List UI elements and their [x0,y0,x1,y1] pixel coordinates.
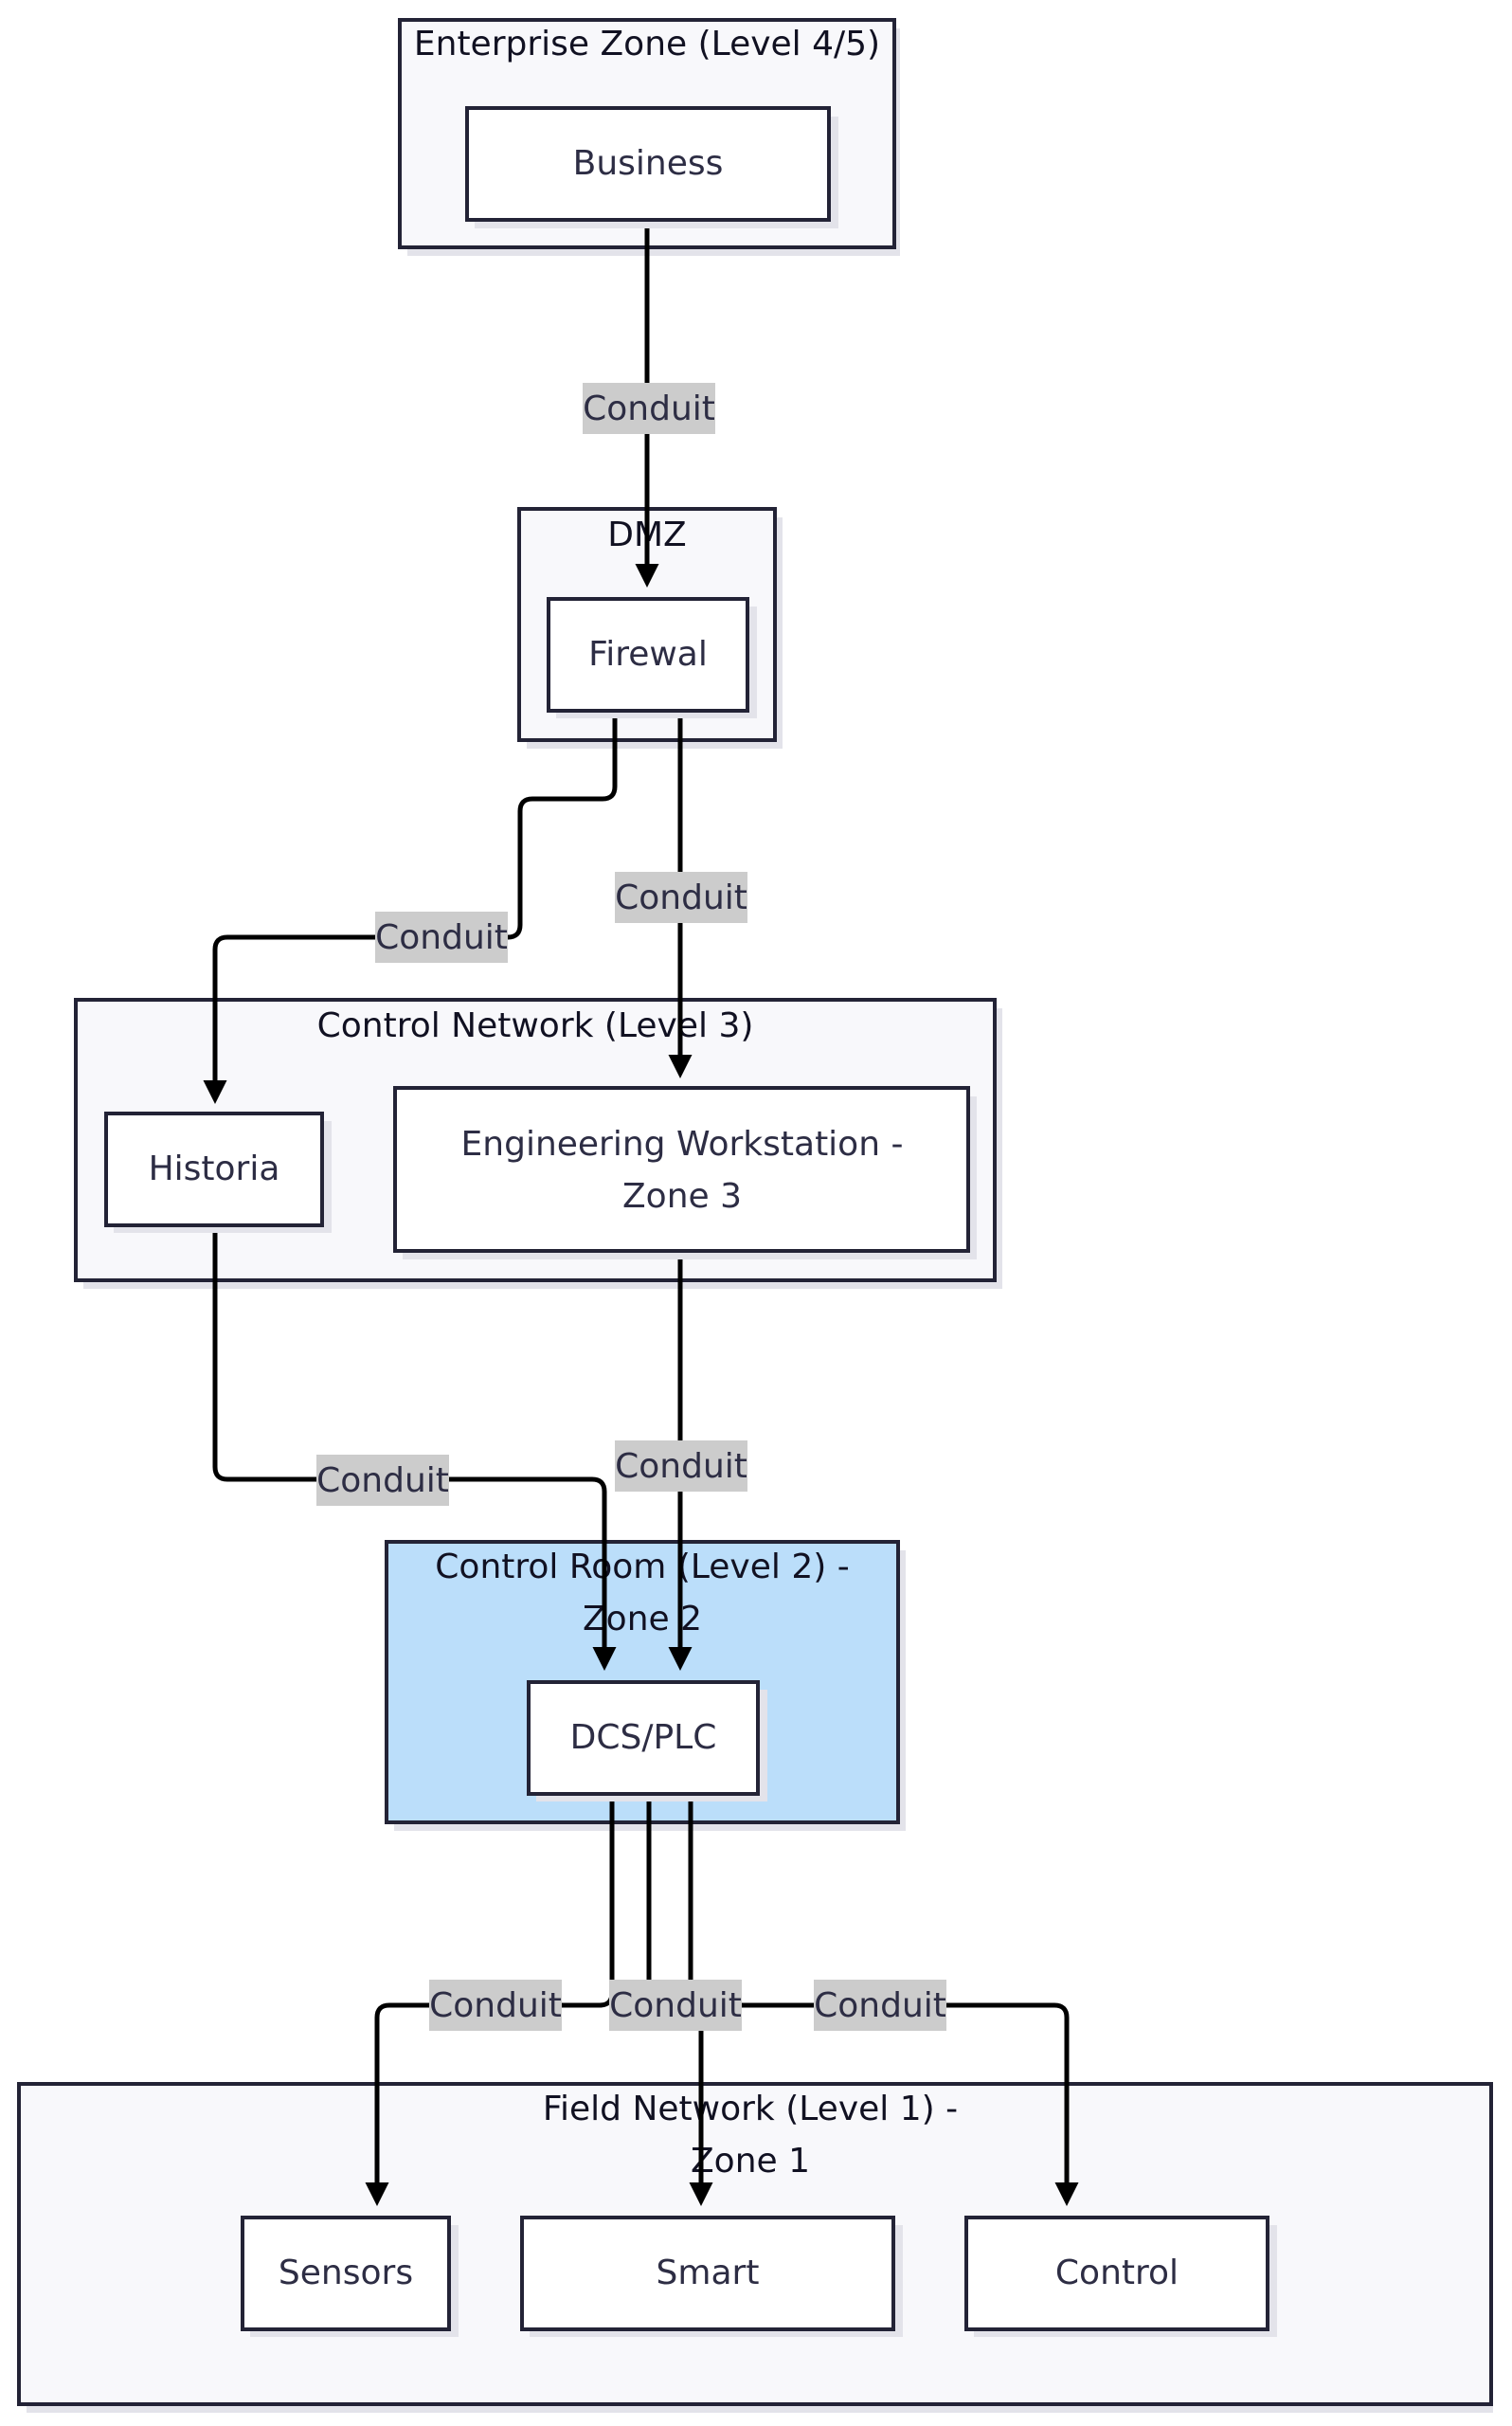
cluster-field-network-title-line2: Zone 1 [691,2142,810,2181]
node-business-label: Business [573,144,724,183]
svg-text:Conduit: Conduit [609,1986,742,2025]
node-smart[interactable]: Smart [520,2216,903,2337]
node-sensors[interactable]: Sensors [241,2216,459,2337]
node-control[interactable]: Control [964,2216,1277,2337]
svg-text:Conduit: Conduit [615,1447,747,1486]
node-dcs-plc-label: DCS/PLC [570,1718,717,1757]
node-control-label: Control [1055,2254,1179,2292]
edge-label-dcs-to-smart: Conduit [609,1980,742,2031]
node-historian[interactable]: Historia [104,1112,332,1233]
edge-label-historian-to-dcs: Conduit [316,1455,449,1506]
svg-text:Conduit: Conduit [814,1986,946,2025]
svg-text:Conduit: Conduit [583,389,715,428]
cluster-control-network-title: Control Network (Level 3) [317,1006,754,1045]
node-engineering-label-line1: Engineering Workstation - [461,1125,904,1164]
node-firewall-label: Firewal [588,635,708,674]
edge-label-engineering-to-dcs: Conduit [615,1440,747,1492]
node-dcs-plc[interactable]: DCS/PLC [527,1680,767,1801]
edge-label-dcs-to-control: Conduit [814,1980,946,2031]
svg-text:Conduit: Conduit [429,1986,562,2025]
cluster-field-network-title-line1: Field Network (Level 1) - [543,2090,958,2128]
cluster-control-room-title-line2: Zone 2 [583,1600,702,1638]
node-engineering-workstation[interactable]: Engineering Workstation - Zone 3 [393,1086,977,1259]
node-firewall[interactable]: Firewal [547,597,757,718]
edge-firewall-to-historian [203,711,618,1104]
svg-text:Conduit: Conduit [375,918,508,957]
node-business[interactable]: Business [465,106,838,228]
node-engineering-label-line2: Zone 3 [622,1177,742,1216]
cluster-control-room-title-line1: Control Room (Level 2) - [435,1548,849,1586]
node-smart-label: Smart [657,2254,760,2292]
edge-label-dcs-to-sensors: Conduit [429,1980,562,2031]
node-historian-label: Historia [149,1150,280,1188]
cluster-enterprise-title: Enterprise Zone (Level 4/5) [414,25,880,63]
node-sensors-label: Sensors [279,2254,413,2292]
svg-text:Conduit: Conduit [316,1461,449,1500]
edge-label-firewall-to-historian: Conduit [375,912,508,963]
edge-label-business-to-firewall: Conduit [583,383,715,434]
svg-text:Conduit: Conduit [615,878,747,917]
edge-label-firewall-to-engineering: Conduit [615,872,747,923]
